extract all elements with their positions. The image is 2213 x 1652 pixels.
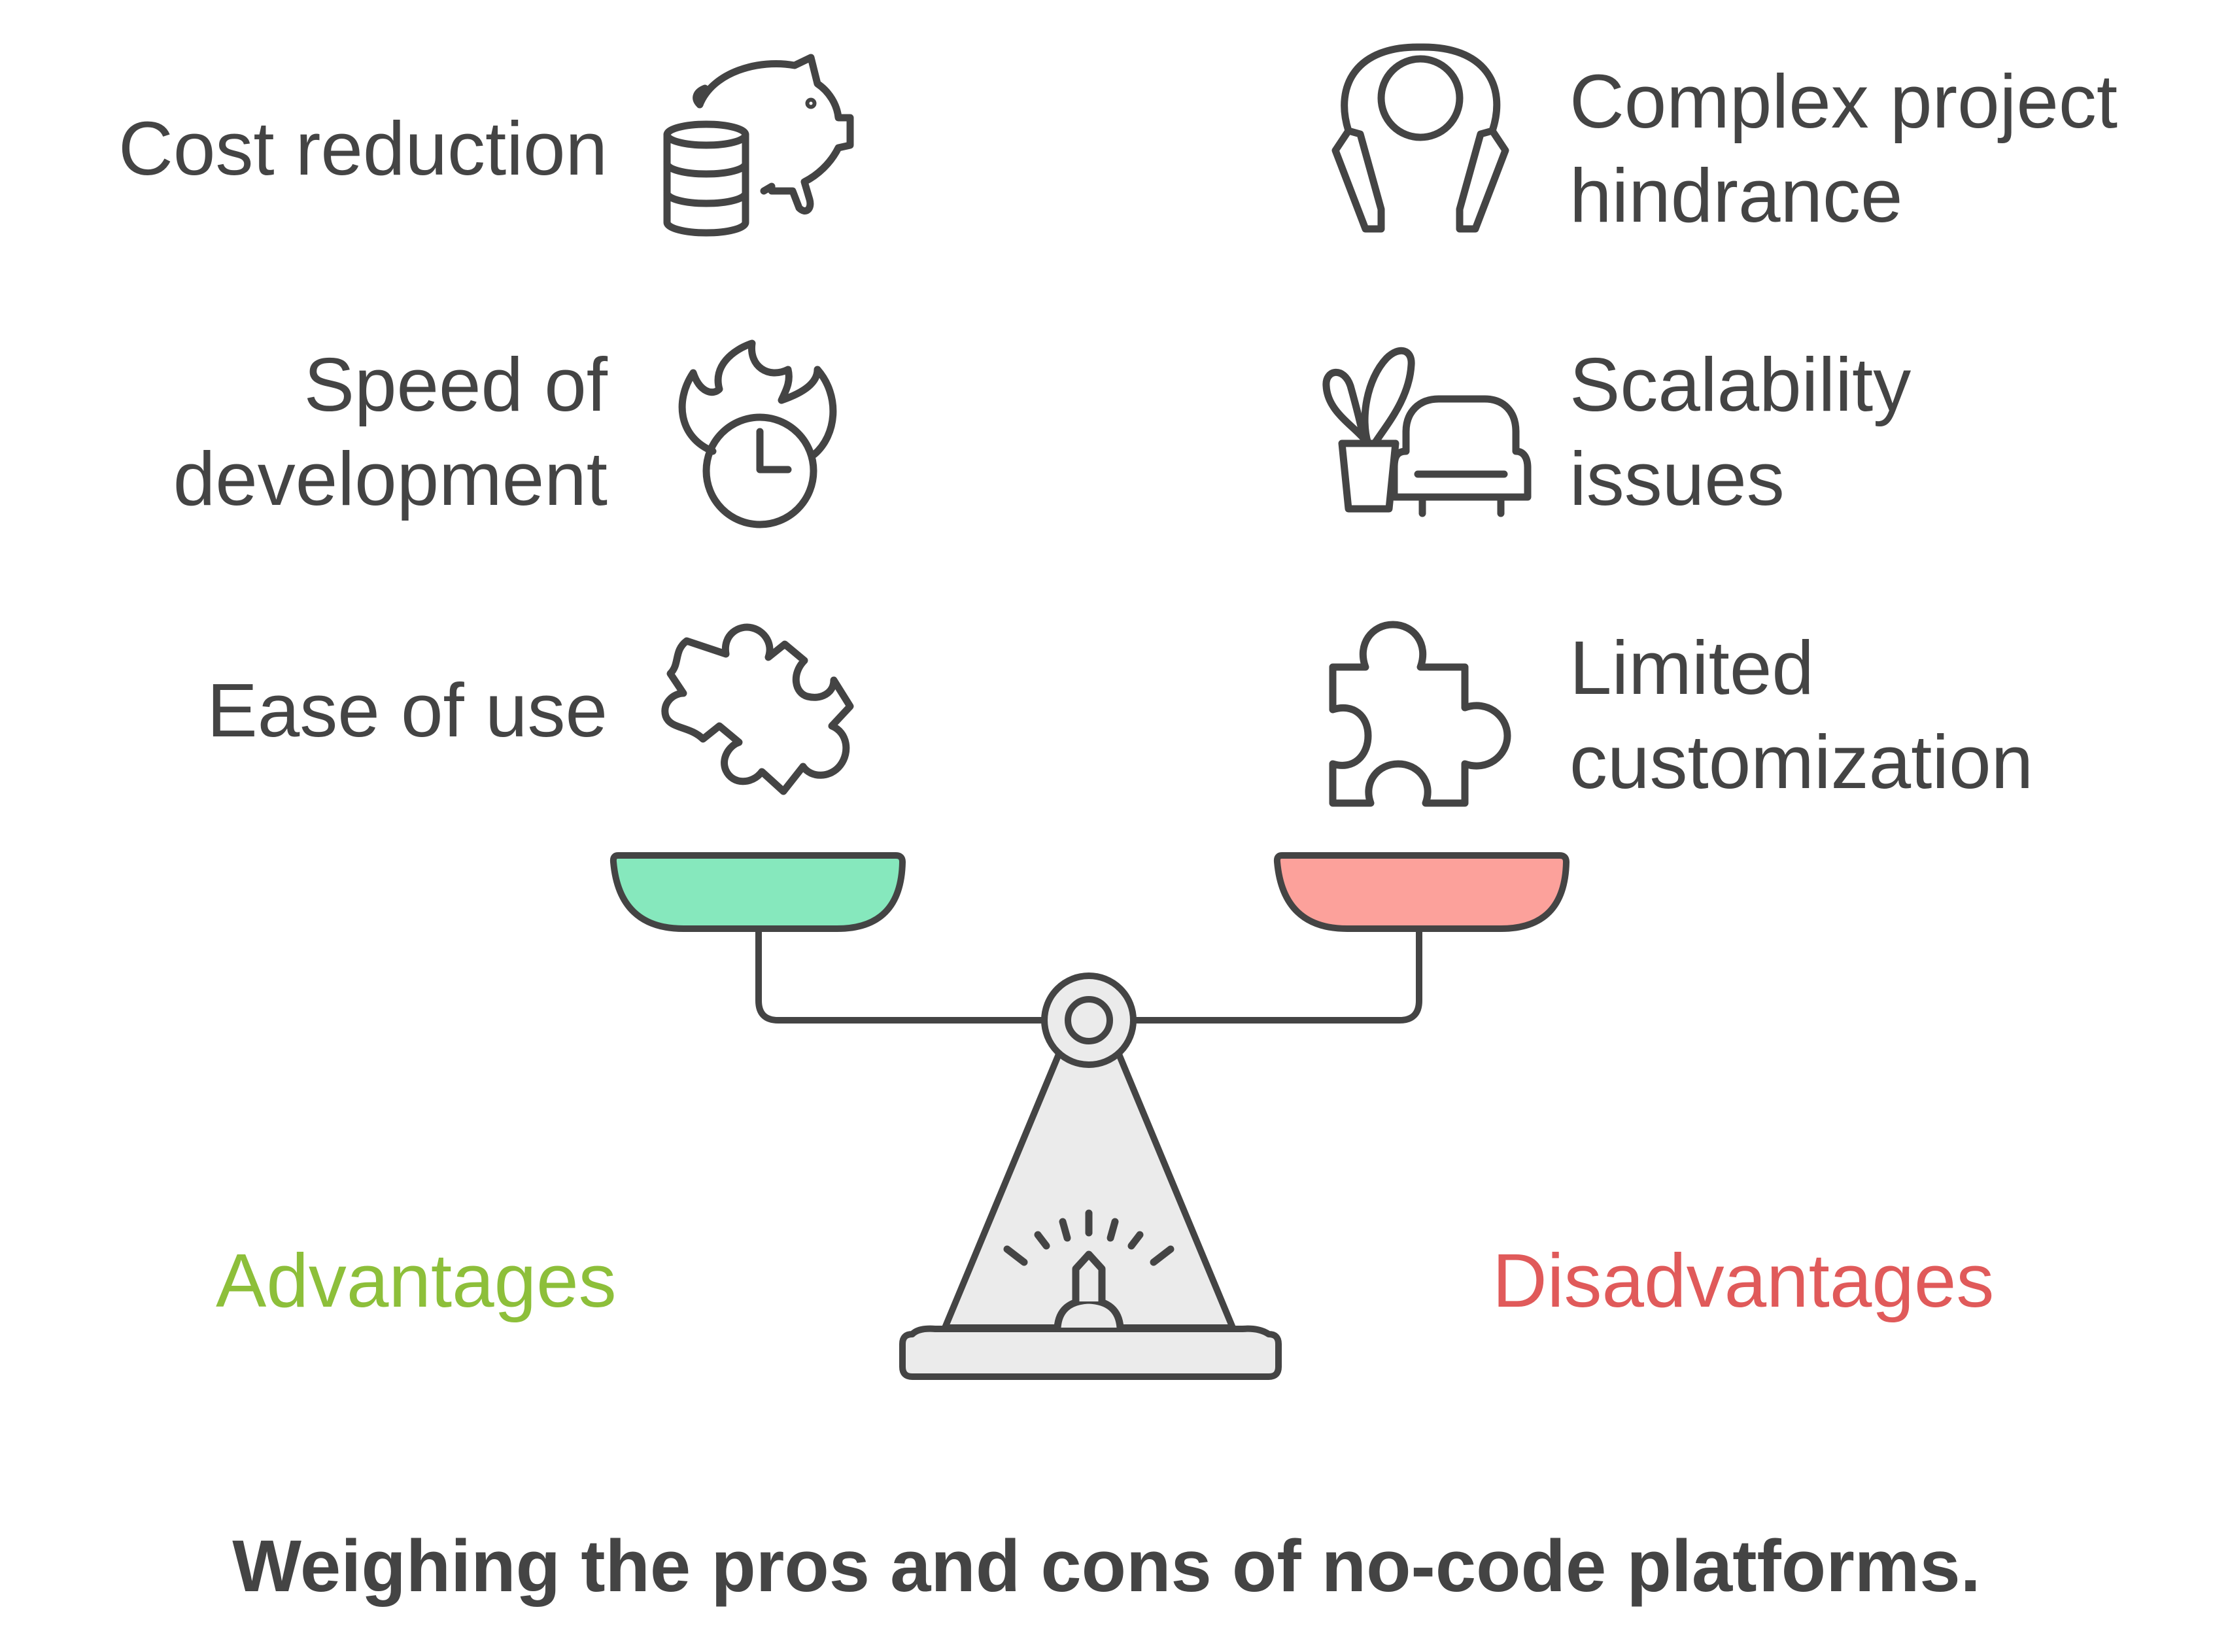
label-line: Speed of bbox=[303, 342, 608, 427]
label-line: hindrance bbox=[1570, 152, 1903, 238]
plant-armchair-icon bbox=[1322, 347, 1532, 517]
piggy-bank-coins-icon bbox=[663, 54, 854, 237]
label-line: development bbox=[173, 436, 608, 521]
fire-clock-icon bbox=[678, 339, 837, 528]
label-line: Complex project bbox=[1570, 59, 2118, 144]
headphones-icon bbox=[1331, 43, 1509, 233]
balance-scale bbox=[609, 852, 1570, 1380]
advantage-item-ease-of-use: Ease of use bbox=[207, 664, 608, 758]
puzzle-piece-icon bbox=[661, 623, 854, 795]
right-pan bbox=[1273, 852, 1570, 932]
label-line: Limited bbox=[1570, 625, 1814, 710]
scale-indicator bbox=[1003, 1209, 1175, 1332]
label-line: Cost reduction bbox=[118, 106, 608, 191]
advantage-item-speed-of-development: Speed of development bbox=[173, 338, 608, 526]
disadvantage-item-limited-customization: Limited customization bbox=[1570, 621, 2033, 810]
label-line: Scalability bbox=[1570, 342, 1912, 427]
disadvantage-item-complex-project-hindrance: Complex project hindrance bbox=[1570, 55, 2118, 243]
label-line: Ease of use bbox=[207, 668, 608, 753]
label-line: issues bbox=[1570, 436, 1785, 521]
diagram-title: Weighing the pros and cons of no-code pl… bbox=[232, 1525, 1981, 1607]
disadvantage-item-scalability-issues: Scalability issues bbox=[1570, 338, 1911, 526]
advantage-item-cost-reduction: Cost reduction bbox=[118, 102, 608, 196]
left-pan bbox=[609, 852, 906, 932]
scale-base bbox=[899, 1325, 1282, 1380]
puzzle-piece-icon bbox=[1329, 621, 1511, 807]
advantages-heading: Advantages bbox=[216, 1238, 617, 1323]
label-line: customization bbox=[1570, 719, 2034, 804]
disadvantages-heading: Disadvantages bbox=[1492, 1238, 1995, 1323]
